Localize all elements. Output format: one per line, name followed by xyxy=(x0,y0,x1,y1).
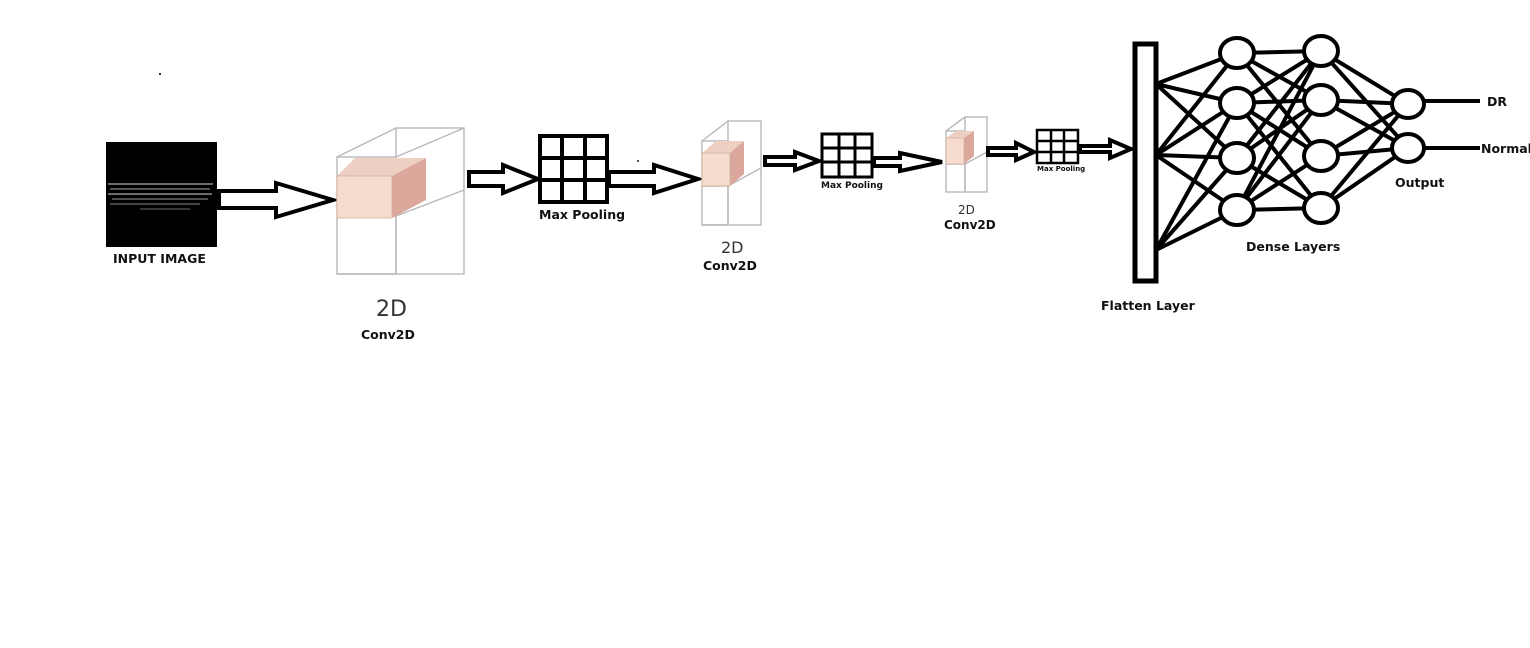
dense1-node xyxy=(1218,193,1256,227)
maxpool1-label: Max Pooling xyxy=(539,207,625,222)
conv3-label: Conv2D xyxy=(944,218,996,232)
flatten-layer-bar xyxy=(1132,41,1159,284)
dense2-node xyxy=(1302,34,1340,68)
maxpool-block-2: Max Pooling xyxy=(820,132,883,191)
conv2-label: Conv2D xyxy=(703,258,757,273)
maxpool3-label: Max Pooling xyxy=(1037,165,1085,173)
arrow-conv2-to-pool2 xyxy=(763,149,825,173)
conv1-2d-tag: 2D xyxy=(376,297,407,322)
conv1-label: Conv2D xyxy=(361,327,415,342)
dense-layer-2 xyxy=(1302,34,1340,225)
dense1-node xyxy=(1218,141,1256,175)
class-label-dr: DR xyxy=(1487,94,1507,109)
dense-network: Flatten Layer Dense Layers Output DR Nor… xyxy=(1101,34,1530,313)
dense2-node xyxy=(1302,83,1340,117)
output-node-dr xyxy=(1390,88,1426,120)
conv2-2d-tag: 2D xyxy=(721,238,744,257)
maxpool2-label: Max Pooling xyxy=(821,181,883,191)
flatten-label: Flatten Layer xyxy=(1101,298,1196,313)
arrow-input-to-conv1 xyxy=(217,180,340,220)
arrow-pool1-to-conv2 xyxy=(607,162,705,196)
input-image-label: INPUT IMAGE xyxy=(113,251,206,266)
arrow-conv1-to-pool1 xyxy=(467,162,544,196)
arrow-pool2-to-conv3 xyxy=(872,150,943,174)
output-node-normal xyxy=(1390,132,1426,164)
conv1-kernel-side xyxy=(392,158,426,218)
arrow-conv3-to-pool3 xyxy=(986,139,1039,164)
dense-label: Dense Layers xyxy=(1246,239,1340,254)
conv2d-block-1: 2D Conv2D xyxy=(336,127,465,342)
arrow-pool3-to-flatten xyxy=(1078,136,1137,162)
conv2d-block-2: 2D Conv2D xyxy=(701,120,762,273)
output-label: Output xyxy=(1395,175,1444,190)
maxpool-block-1: Max Pooling xyxy=(538,134,625,222)
conv1-kernel-top xyxy=(337,158,426,176)
speck xyxy=(637,160,639,162)
dense2-node xyxy=(1302,139,1340,173)
dense-layer-1 xyxy=(1218,36,1256,227)
input-image: INPUT IMAGE xyxy=(106,142,217,266)
class-label-normal: Normal xyxy=(1481,141,1530,156)
dense1-node xyxy=(1218,36,1256,70)
output-layer xyxy=(1390,88,1426,164)
speck xyxy=(159,73,161,75)
conv1-kernel-front xyxy=(336,175,393,219)
dense1-node xyxy=(1218,86,1256,120)
input-image-texture xyxy=(108,183,213,210)
connections-dense1-dense2 xyxy=(1235,49,1323,212)
maxpool-block-3: Max Pooling xyxy=(1035,128,1085,173)
conv3-2d-tag: 2D xyxy=(958,203,975,217)
conv2d-block-3: 2D Conv2D xyxy=(944,116,996,232)
dense2-node xyxy=(1302,191,1340,225)
